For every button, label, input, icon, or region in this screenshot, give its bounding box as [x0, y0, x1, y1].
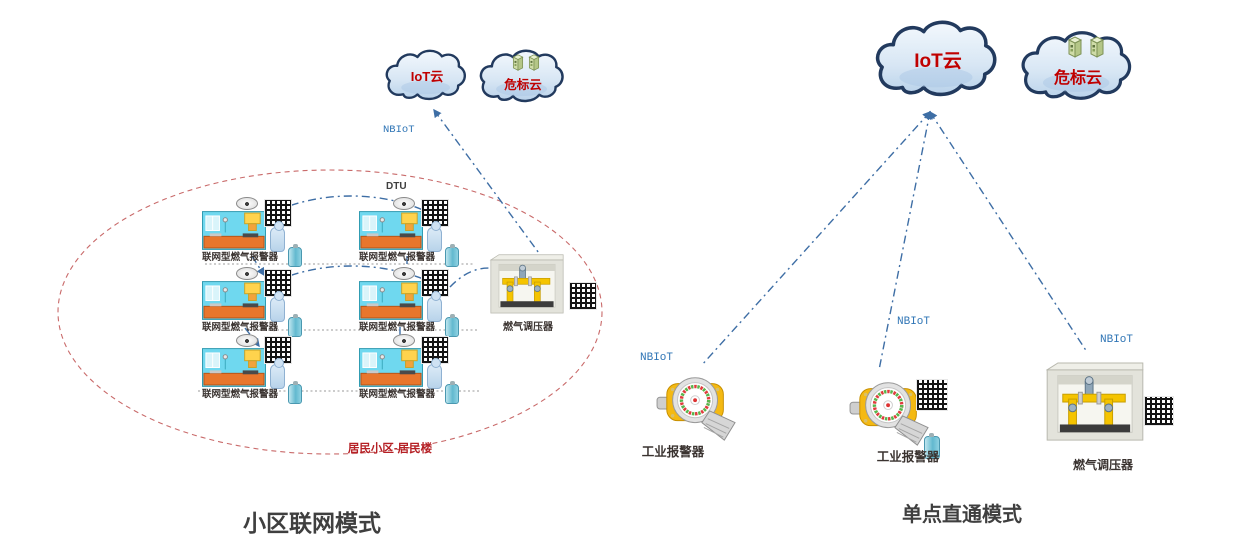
kitchen-alarm-unit: 联网型燃气报警器 — [202, 267, 307, 337]
device-label: 联网型燃气报警器 — [359, 389, 436, 400]
server-icon — [1066, 36, 1084, 58]
residential-area-label: 居民小区-居民楼 — [347, 443, 433, 455]
link-cloud-to-regulator-left — [433, 108, 545, 261]
person-icon — [427, 358, 442, 389]
iot-cloud-left-label: IoT云 — [410, 69, 444, 84]
industrial-alarm-1 — [652, 368, 744, 446]
danger-cloud-right-label: 危标云 — [1053, 70, 1102, 87]
device-label: 联网型燃气报警器 — [202, 252, 279, 263]
iot-cloud-right: IoT云 — [872, 6, 1004, 114]
nbiot-label-alarm2: NBIoT — [897, 316, 931, 328]
danger-cloud-left-label: 危标云 — [504, 78, 542, 92]
danger-cloud-right: 危标云 — [1018, 20, 1138, 114]
person-icon — [427, 291, 442, 322]
regulator-label-left: 燃气调压器 — [503, 322, 553, 333]
alarm-disc-icon — [236, 267, 258, 280]
person-icon — [270, 221, 285, 252]
floor-separator-lines — [198, 263, 480, 392]
alarm-disc-icon — [393, 267, 415, 280]
kitchen-alarm-unit: 联网型燃气报警器 — [359, 267, 464, 337]
alarm-disc-icon — [393, 334, 415, 347]
kitchen-alarm-unit: 联网型燃气报警器 — [202, 334, 307, 404]
link-row2-arc — [273, 265, 427, 283]
dtu-label: DTU — [386, 181, 407, 192]
device-label: 联网型燃气报警器 — [359, 252, 436, 263]
regulator-label-right: 燃气调压器 — [1072, 458, 1133, 472]
gas-regulator-left: 燃气调压器 — [489, 254, 599, 334]
device-label: 联网型燃气报警器 — [202, 389, 279, 400]
person-icon — [427, 221, 442, 252]
nbiot-label-left: NBIoT — [383, 124, 415, 136]
regulator-illustration — [489, 254, 565, 316]
qr-code-icon — [1144, 396, 1174, 426]
device-label: 联网型燃气报警器 — [359, 322, 436, 333]
right-mode-title: 单点直通模式 — [902, 504, 1022, 526]
gas-cylinder-icon — [288, 244, 302, 267]
alarm-disc-icon — [393, 197, 415, 210]
link-row1-row2-left — [251, 255, 265, 277]
link-cloud-to-alarm2 — [878, 110, 933, 371]
iot-cloud-left: IoT云 — [383, 40, 471, 112]
server-icon — [1088, 36, 1106, 58]
server-icon — [511, 54, 525, 71]
industrial-alarm-1-label: 工业报警器 — [641, 445, 705, 459]
person-icon — [270, 358, 285, 389]
kitchen-illustration — [359, 348, 423, 387]
gas-cylinder-icon — [445, 314, 459, 337]
gas-cylinder-icon — [445, 381, 459, 404]
kitchen-illustration — [202, 211, 266, 250]
kitchen-alarm-unit: 联网型燃气报警器 — [359, 197, 464, 267]
nbiot-label-regulator: NBIoT — [1100, 334, 1134, 346]
link-cloud-to-regulator-right — [929, 110, 1088, 353]
link-cloud-to-alarm1 — [700, 110, 931, 367]
alarm-disc-icon — [236, 334, 258, 347]
qr-code-icon — [264, 336, 292, 364]
qr-code-icon — [916, 379, 948, 411]
alarm-disc-icon — [236, 197, 258, 210]
industrial-alarm-2-label: 工业报警器 — [876, 450, 940, 464]
gas-cylinder-icon — [924, 433, 940, 459]
person-icon — [270, 291, 285, 322]
community-boundary-ellipse — [57, 169, 603, 455]
gas-cylinder-icon — [288, 314, 302, 337]
kitchen-alarm-unit: 联网型燃气报警器 — [202, 197, 307, 267]
nbiot-label-alarm1: NBIoT — [640, 352, 674, 364]
iot-cloud-right-label: IoT云 — [914, 51, 962, 72]
gas-cylinder-icon — [288, 381, 302, 404]
device-label: 联网型燃气报警器 — [202, 322, 279, 333]
gas-regulator-right — [1046, 362, 1144, 444]
danger-cloud-left: 危标云 — [477, 44, 569, 110]
kitchen-illustration — [359, 211, 423, 250]
kitchen-illustration — [202, 348, 266, 387]
gas-cylinder-icon — [445, 244, 459, 267]
kitchen-illustration — [202, 281, 266, 320]
kitchen-alarm-unit: 联网型燃气报警器 — [359, 334, 464, 404]
link-row1-arc — [273, 195, 424, 213]
server-icon — [527, 54, 541, 71]
network-links — [244, 108, 1088, 371]
qr-code-icon — [569, 282, 597, 310]
left-mode-title: 小区联网模式 — [243, 510, 381, 536]
kitchen-illustration — [359, 281, 423, 320]
